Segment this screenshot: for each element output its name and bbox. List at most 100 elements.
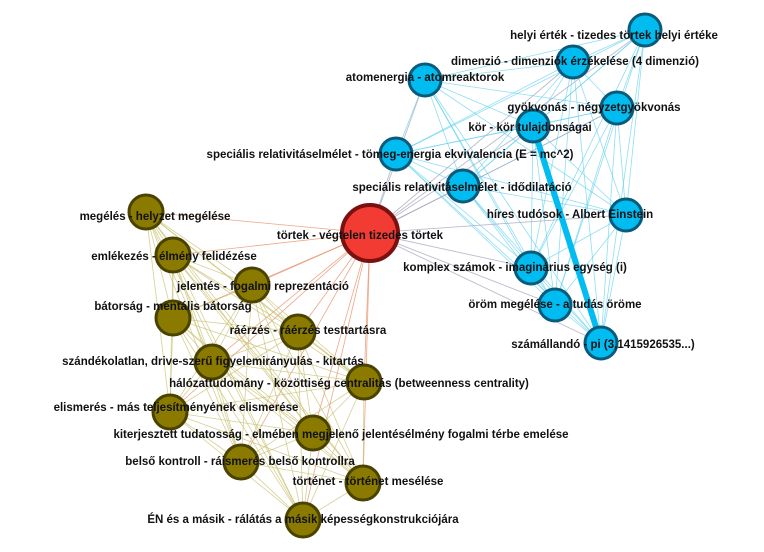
edge-red [172, 232, 371, 319]
node-olive[interactable] [193, 343, 231, 381]
edge-red [211, 232, 371, 363]
edge-blue [424, 61, 574, 81]
node-label: kiterjesztett tudatosság - elmében megje… [113, 429, 568, 441]
node-label: komplex számok - imaginárius egység (i) [403, 262, 627, 274]
edge-olive [172, 254, 314, 434]
node-blue[interactable] [583, 325, 619, 361]
edge-blue [554, 29, 646, 306]
node-olive[interactable] [154, 236, 192, 274]
edge-gray [369, 232, 602, 344]
edge-blue [395, 153, 627, 216]
node-label: speciális relativitáselmélet - idődilatá… [352, 182, 571, 194]
node-label: híres tudósok - Albert Einstein [487, 209, 653, 221]
edge-blue [424, 79, 602, 344]
edge-olive [172, 254, 304, 521]
node-label: öröm megélése - a tudás öröme [468, 299, 641, 311]
node-label: bátorság - mentális bátorság [94, 301, 251, 313]
node-label: emlékezés - élmény felidézése [91, 251, 257, 263]
edge-olive [240, 461, 364, 484]
edge-olive [172, 317, 314, 434]
node-blue[interactable] [608, 197, 644, 233]
nodes-layer [127, 12, 663, 539]
node-olive[interactable] [344, 464, 382, 502]
edge-olive [172, 254, 213, 363]
edge-olive [172, 317, 242, 463]
node-label: megélés - helyzet megélése [80, 211, 231, 223]
node-blue[interactable] [407, 62, 443, 98]
node-label: ÉN és a másik - rálátás a másik képesség… [147, 513, 459, 526]
edge-olive [169, 381, 365, 413]
edge-strong [530, 125, 604, 344]
node-label: szándékolatlan, drive-szerű figyelemirán… [62, 356, 364, 368]
edge-olive [169, 411, 364, 484]
edge-olive [211, 361, 364, 484]
edge-blue [395, 61, 574, 155]
edge-olive [169, 331, 299, 413]
node-olive[interactable] [279, 313, 317, 351]
node-label: atomenergia - atomreaktorok [346, 72, 505, 84]
edge-olive [251, 284, 304, 521]
node-red[interactable] [340, 203, 400, 263]
node-label: történet - történet mesélése [293, 476, 444, 488]
edge-blue [554, 61, 574, 306]
edge-blue [424, 79, 618, 109]
edge-olive [172, 317, 304, 521]
node-label: elismerés - más teljesítményének elismer… [54, 402, 299, 414]
edge-gray [369, 232, 556, 306]
node-blue[interactable] [513, 250, 549, 286]
edge-olive [211, 361, 365, 383]
edge-blue [554, 107, 618, 306]
node-olive[interactable] [151, 393, 189, 431]
edge-red [302, 232, 371, 521]
edge-blue [530, 125, 534, 269]
edge-blue [424, 29, 646, 81]
edge-olive [169, 411, 314, 434]
node-blue[interactable] [515, 108, 551, 144]
node-olive[interactable] [127, 193, 165, 231]
node-olive[interactable] [294, 414, 332, 452]
edge-red [362, 232, 371, 484]
node-olive[interactable] [154, 299, 192, 337]
edge-blue [395, 153, 532, 269]
node-label: speciális relativitáselmélet - tömeg-ene… [207, 149, 574, 161]
edge-olive [172, 317, 299, 333]
edge-olive [145, 211, 253, 286]
node-olive[interactable] [345, 363, 383, 401]
node-label: belső kontroll - ráismerés belső kontrol… [125, 456, 355, 468]
node-olive[interactable] [233, 266, 271, 304]
edge-red [312, 232, 371, 434]
edge-olive [172, 254, 299, 333]
edge-olive [297, 331, 364, 484]
node-blue[interactable] [627, 12, 663, 48]
edge-olive [251, 284, 364, 484]
edge-blue [462, 185, 532, 269]
edge-olive [240, 284, 253, 463]
node-blue[interactable] [555, 44, 591, 80]
edge-olive [251, 284, 314, 434]
edge-olive [145, 211, 213, 363]
edge-blue [600, 107, 618, 344]
node-label: dimenzió - dimenziók érzékelése (4 dimen… [451, 56, 699, 68]
node-label: kör - kör tulajdonságai [468, 122, 591, 134]
edge-blue [395, 125, 534, 155]
node-blue[interactable] [537, 287, 573, 323]
edge-blue [616, 107, 627, 216]
node-label: törtek - végtelen tizedes törtek [277, 230, 444, 242]
edge-blue [395, 29, 646, 155]
node-label: jelentés - fogalmi reprezentáció [176, 281, 349, 293]
node-blue[interactable] [599, 90, 635, 126]
node-label: számállandó - pi (3,1415926535...) [511, 339, 695, 351]
node-blue[interactable] [378, 136, 414, 172]
edge-blue [554, 214, 627, 306]
node-olive[interactable] [284, 501, 322, 539]
node-olive[interactable] [222, 443, 260, 481]
edge-blue [530, 107, 618, 269]
edge-blue [424, 79, 464, 187]
node-label: ráérzés - ráérzés testtartásra [230, 325, 387, 337]
node-label: hálózattudomány - közöttiség centralitás… [169, 378, 529, 390]
edge-red [172, 232, 371, 256]
edge-blue [625, 29, 646, 216]
node-blue[interactable] [445, 168, 481, 204]
edge-blue [572, 61, 627, 216]
